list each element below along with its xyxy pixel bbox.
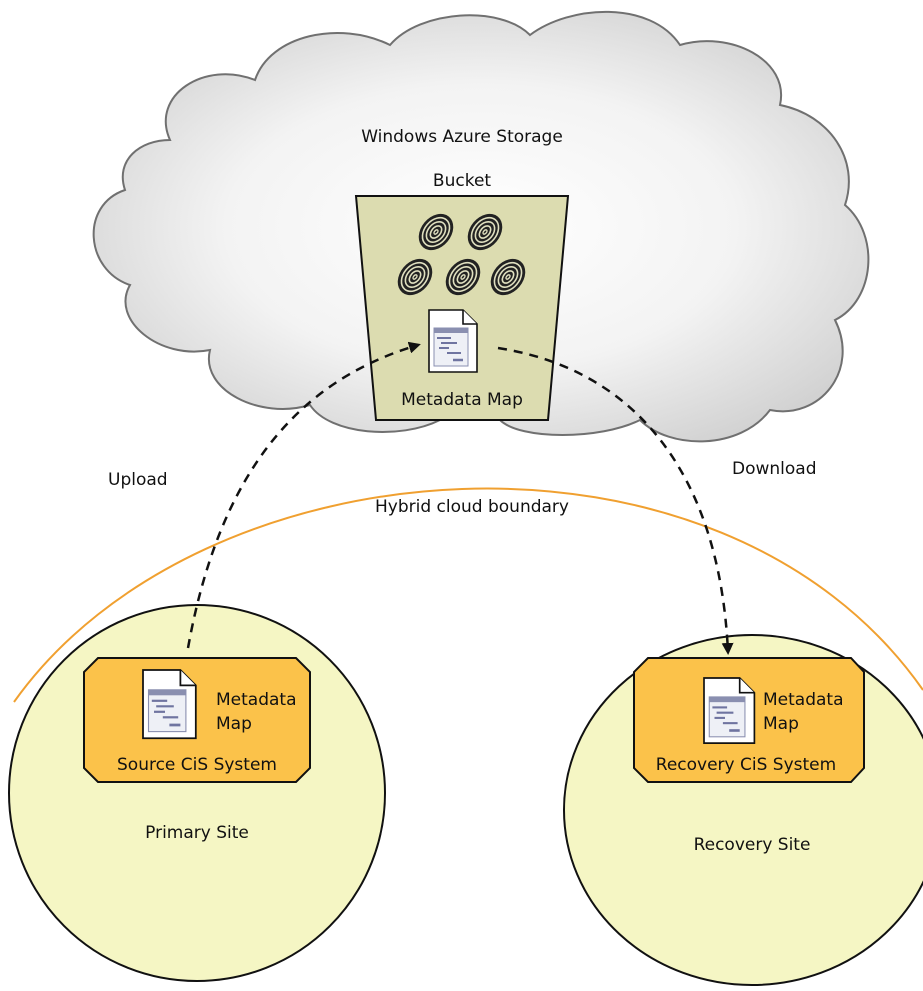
source-doc-line2: Map — [216, 714, 252, 734]
source-doc-line1: Metadata — [216, 690, 297, 710]
download-arrow — [497, 346, 734, 655]
boundary-label: Hybrid cloud boundary — [375, 497, 569, 517]
bucket-shape — [354, 195, 570, 421]
bucket-doc-label: Metadata Map — [401, 390, 523, 410]
source-system-box — [83, 657, 311, 783]
bucket-label: Bucket — [433, 171, 491, 191]
recovery-site-label: Recovery Site — [694, 835, 811, 855]
recovery-site: Metadata Map Recovery CiS System Recover… — [563, 634, 923, 986]
source-document-icon — [141, 668, 198, 740]
recovery-doc-line2: Map — [763, 714, 799, 734]
recovery-system-label: Recovery CiS System — [656, 755, 836, 775]
cloud-label: Windows Azure Storage — [361, 127, 563, 147]
source-system-label: Source CiS System — [117, 755, 277, 775]
upload-arrow — [186, 341, 421, 649]
primary-site: Metadata Map Source CiS System Primary S… — [8, 604, 386, 982]
download-label: Download — [732, 459, 817, 479]
primary-site-label: Primary Site — [145, 823, 249, 843]
bucket: Bucket Metadata Map — [354, 171, 570, 421]
upload-label: Upload — [108, 470, 168, 490]
hybrid-boundary-curve — [13, 487, 923, 703]
bucket-document-icon — [427, 308, 479, 374]
recovery-document-icon — [702, 676, 756, 745]
recovery-doc-line1: Metadata — [763, 690, 844, 710]
